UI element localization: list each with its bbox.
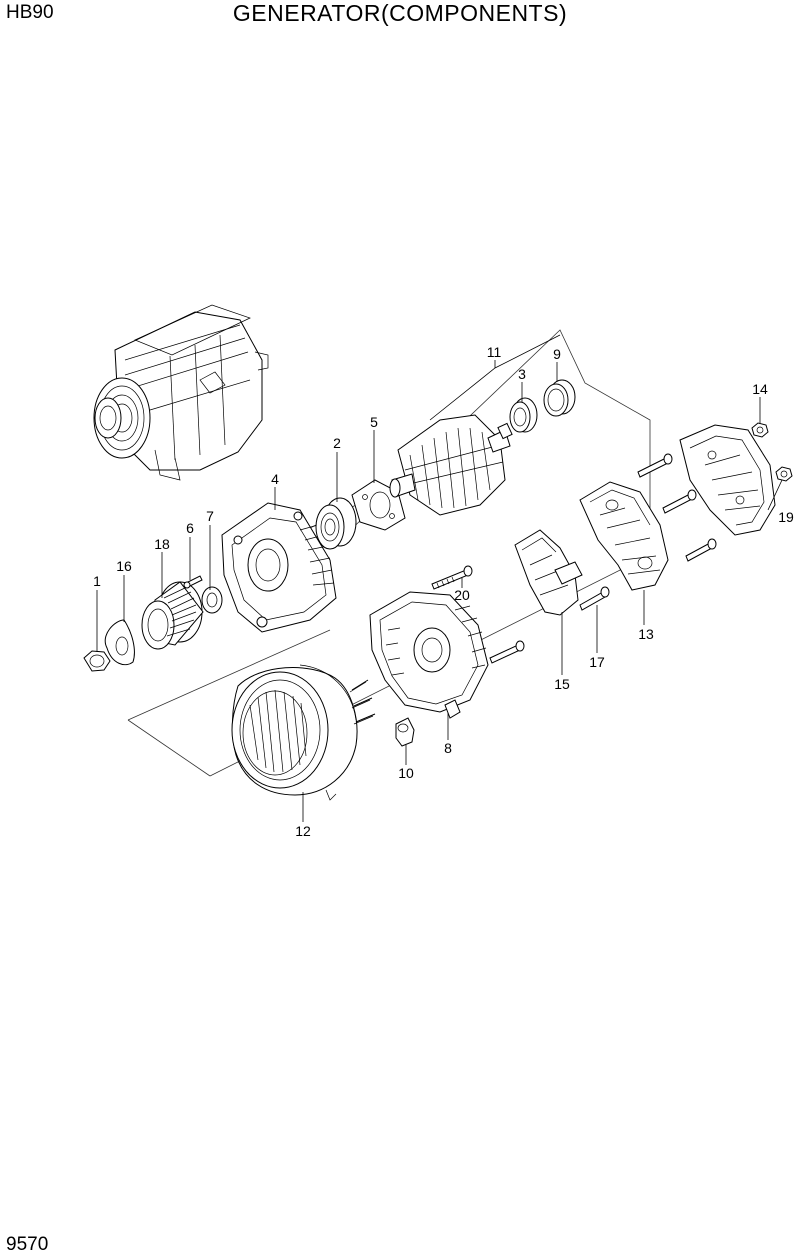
part-7-washer — [201, 586, 223, 614]
part-13-rectifier — [579, 481, 669, 591]
part-1-hex-nut — [83, 650, 111, 672]
callout-18: 18 — [154, 536, 170, 552]
part-2-ball-bearing — [315, 497, 357, 550]
part-20-bolt — [431, 565, 473, 590]
page-title: GENERATOR(COMPONENTS) — [232, 0, 568, 26]
rear-end-cover — [679, 424, 776, 536]
callout-8: 8 — [444, 740, 452, 756]
part-8-slip-ring-end-shield — [369, 591, 489, 719]
callout-5: 5 — [370, 414, 378, 430]
part-17-screw — [579, 586, 610, 611]
part-19-nut — [775, 466, 793, 482]
part-3-small-bearing — [509, 397, 538, 433]
part-9-bearing-ring — [543, 379, 576, 417]
callout-16: 16 — [116, 558, 132, 574]
callout-10: 10 — [398, 765, 414, 781]
callout-labels: 1 2 3 4 5 6 7 8 9 10 11 12 13 14 15 16 1… — [93, 344, 794, 839]
part-6-screw — [183, 575, 203, 589]
page-number: 9570 — [6, 1234, 49, 1255]
callout-6: 6 — [186, 520, 194, 536]
part-12-stator — [231, 664, 376, 801]
callout-15: 15 — [554, 676, 570, 692]
callout-7: 7 — [206, 508, 214, 524]
callout-2: 2 — [333, 435, 341, 451]
part-10-sleeve — [395, 717, 415, 747]
part-18-pulley — [141, 581, 204, 650]
callout-14: 14 — [752, 381, 768, 397]
callout-17: 17 — [589, 654, 605, 670]
rectifier-bolts — [637, 453, 717, 562]
callout-9: 9 — [553, 346, 561, 362]
model-code: HB90 — [6, 2, 54, 23]
callout-3: 3 — [518, 366, 526, 382]
part-4-drive-end-shield — [221, 502, 337, 633]
part-11-rotor — [389, 414, 513, 516]
callout-12: 12 — [295, 823, 311, 839]
assembled-generator-illustration — [93, 304, 269, 481]
part-14-nut — [751, 422, 769, 438]
part-15-regulator — [514, 529, 583, 616]
callout-20: 20 — [454, 587, 470, 603]
part-16-spacer — [104, 619, 135, 666]
callout-4: 4 — [271, 471, 279, 487]
callout-19: 19 — [778, 509, 794, 525]
callout-13: 13 — [638, 626, 654, 642]
shield-bolt — [489, 640, 525, 664]
callout-1: 1 — [93, 573, 101, 589]
callout-11: 11 — [487, 344, 502, 360]
leader-lines — [96, 334, 783, 822]
